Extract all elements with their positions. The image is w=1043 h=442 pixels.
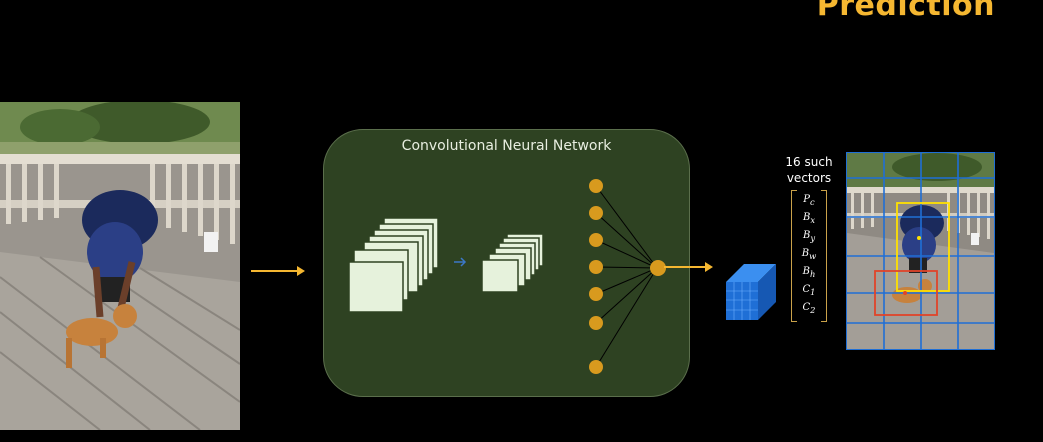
cnn-box: Convolutional Neural Network <box>323 129 690 397</box>
bbox-person-center <box>917 236 921 240</box>
vector-element-pc: Pc <box>803 194 815 207</box>
fc-connections <box>595 185 658 368</box>
output-arrow <box>664 262 713 272</box>
vector-element-bw: Bw <box>801 248 817 261</box>
input-arrow <box>251 266 305 276</box>
feature-maps-stack-2 <box>481 233 544 293</box>
vector-element-bh: Bh <box>802 266 816 279</box>
input-photo-illustration <box>0 102 240 430</box>
vector-count-label: 16 such vectors <box>774 154 844 186</box>
vector-element-by: By <box>802 230 816 243</box>
output-cube-icon <box>726 264 776 320</box>
vector-element-bx: Bx <box>802 212 816 225</box>
cnn-title: Convolutional Neural Network <box>401 138 612 154</box>
output-vector: Pc Bx By Bw Bh C1 C2 <box>791 190 827 322</box>
vector-element-c2: C2 <box>802 302 816 315</box>
bbox-person <box>896 202 950 292</box>
small-arrow <box>454 257 467 267</box>
output-node <box>650 260 666 276</box>
vector-count-line1: 16 such <box>785 155 833 169</box>
cnn-diagram <box>348 179 666 374</box>
input-photo <box>0 102 240 430</box>
feature-maps-stack-1 <box>348 217 439 313</box>
bbox-dog-center <box>903 291 907 295</box>
vector-count-line2: vectors <box>786 171 832 185</box>
slide-title: Prediction <box>816 0 995 23</box>
bbox-dog <box>874 270 938 316</box>
grid-photo-illustration <box>847 153 994 349</box>
vector-element-c1: C1 <box>802 284 816 297</box>
fc-nodes <box>589 179 603 374</box>
vector-bracket-left <box>791 190 797 322</box>
grid-output-photo <box>846 152 995 350</box>
vector-bracket-right <box>821 190 827 322</box>
